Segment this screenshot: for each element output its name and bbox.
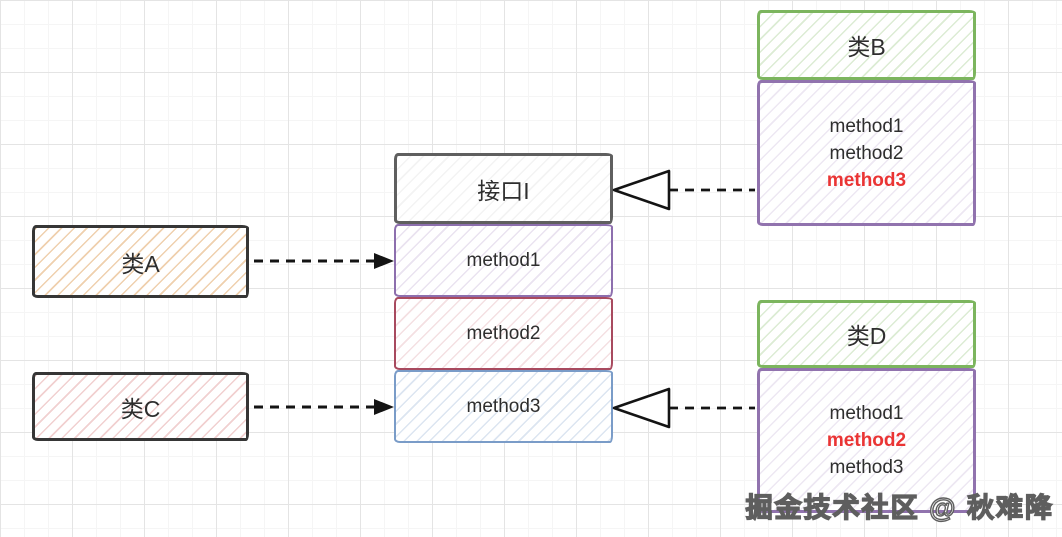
interface-i-title-box: 接口I xyxy=(394,153,613,224)
class-c-box: 类C xyxy=(32,372,249,441)
class-b-method3-highlighted: method3 xyxy=(826,169,907,191)
class-a-box: 类A xyxy=(32,225,249,298)
filled-arrowhead-icon xyxy=(374,253,394,269)
interface-method3-label: method3 xyxy=(466,395,541,417)
class-b-methods-box: method1 method2 method3 xyxy=(757,80,976,226)
class-d-header-box: 类D xyxy=(757,300,976,368)
class-d-method3: method3 xyxy=(829,457,904,478)
class-b-header-box: 类B xyxy=(757,10,976,80)
dependency-arrow-class-c-to-method3 xyxy=(254,399,394,415)
filled-arrowhead-icon xyxy=(374,399,394,415)
dependency-arrow-class-a-to-method1 xyxy=(254,253,394,269)
class-d-method2-highlighted: method2 xyxy=(826,430,907,451)
realization-arrow-class-d-to-method3 xyxy=(612,387,755,429)
hollow-triangle-icon xyxy=(612,169,671,211)
interface-method2-label: method2 xyxy=(466,322,541,344)
interface-method1-label: method1 xyxy=(466,249,541,271)
interface-method1-box: method1 xyxy=(394,224,613,297)
interface-method2-box: method2 xyxy=(394,297,613,370)
class-a-label: 类A xyxy=(121,250,160,277)
class-d-label: 类D xyxy=(846,323,887,349)
class-c-label: 类C xyxy=(120,395,161,422)
interface-i-label: 接口I xyxy=(477,177,530,204)
class-b-method2: method2 xyxy=(829,142,904,164)
watermark-text: 掘金技术社区 @ 秋难降 xyxy=(745,492,1054,523)
interface-method3-box: method3 xyxy=(394,370,613,443)
class-b-method-list: method1 method2 method3 xyxy=(827,113,906,194)
realization-arrow-class-b-to-interface xyxy=(612,169,755,211)
hollow-triangle-icon xyxy=(612,387,671,429)
class-d-method-list: method1 method2 method3 xyxy=(827,400,906,481)
class-d-methods-box: method1 method2 method3 xyxy=(757,368,976,513)
class-b-label: 类B xyxy=(847,34,886,60)
class-b-method1: method1 xyxy=(829,115,904,137)
class-d-method1: method1 xyxy=(829,403,904,424)
